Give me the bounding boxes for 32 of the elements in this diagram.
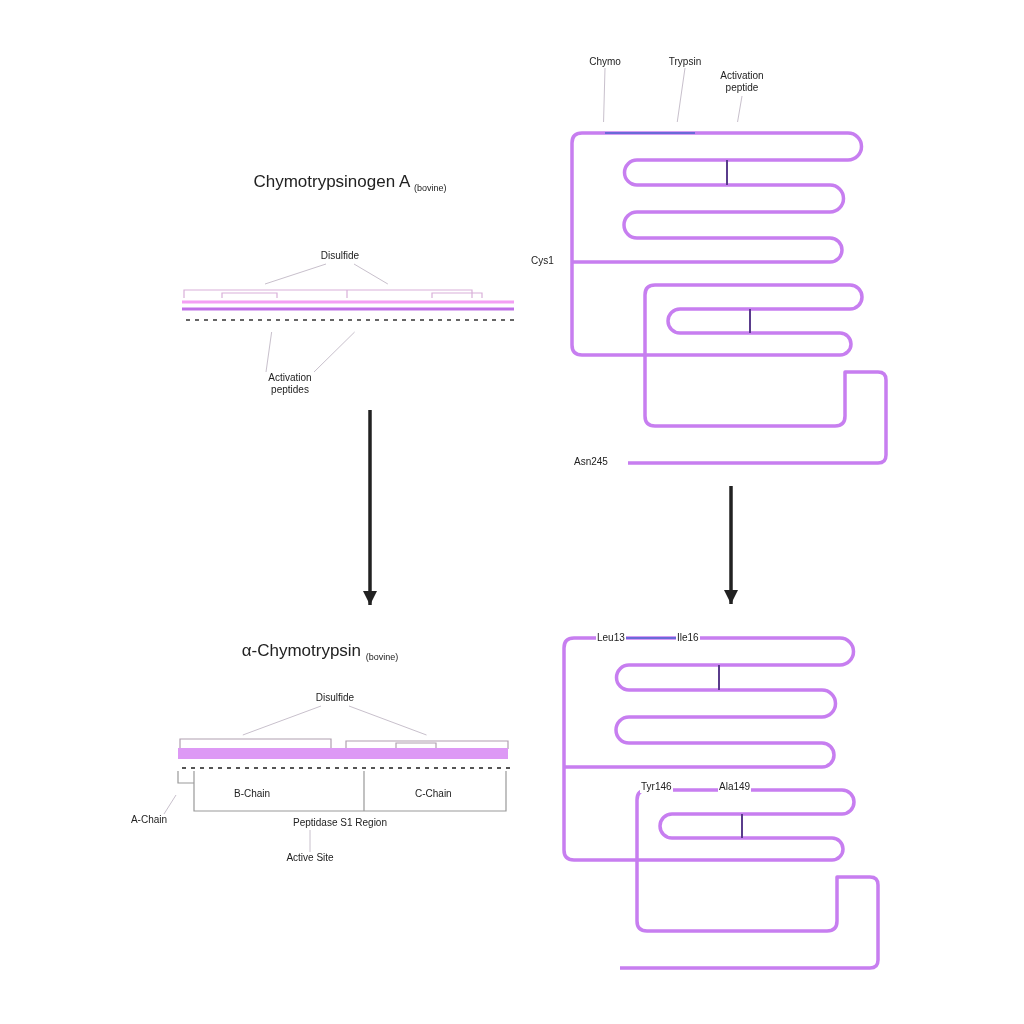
residue-label: Ala149 [718,781,752,793]
leader-line [309,829,311,853]
callout-text: Active Site [275,852,345,865]
panel-title: α-Chymotrypsin $_{(bovine)}$ [240,641,400,663]
arrow [363,410,377,605]
panel-title: Chymotrypsinogen A $_{(bovine)}$ [252,172,448,194]
callout-text: Trypsin [665,56,705,68]
residue-label: Ile16 [676,632,700,644]
residue-label: Cys1 [530,255,555,267]
callout-text: Peptidase S1 Region [265,817,415,830]
callout-text: Activation peptide [712,70,772,96]
callout-text: Activation peptides [250,372,330,400]
leader-line [348,705,427,736]
arrow [724,486,738,604]
leader-line [603,67,606,123]
residue-label: Asn245 [573,456,609,468]
leader-line [265,331,273,373]
leader-line [163,794,177,815]
callout-text: Disulfide [305,250,375,264]
leader-line [242,705,322,736]
callout-text: Chymo [585,56,625,68]
leader-line [313,331,356,373]
residue-label: C-Chain [414,788,453,800]
leader-line [264,263,327,285]
callout-text: Disulfide [300,692,370,706]
leader-line [737,95,743,123]
residue-label: Tyr146 [640,781,673,793]
leader-line [353,263,389,285]
leader-line [676,67,686,123]
residue-label: Leu13 [596,632,626,644]
residue-label: B-Chain [233,788,272,800]
callout-text: A-Chain [124,814,174,826]
